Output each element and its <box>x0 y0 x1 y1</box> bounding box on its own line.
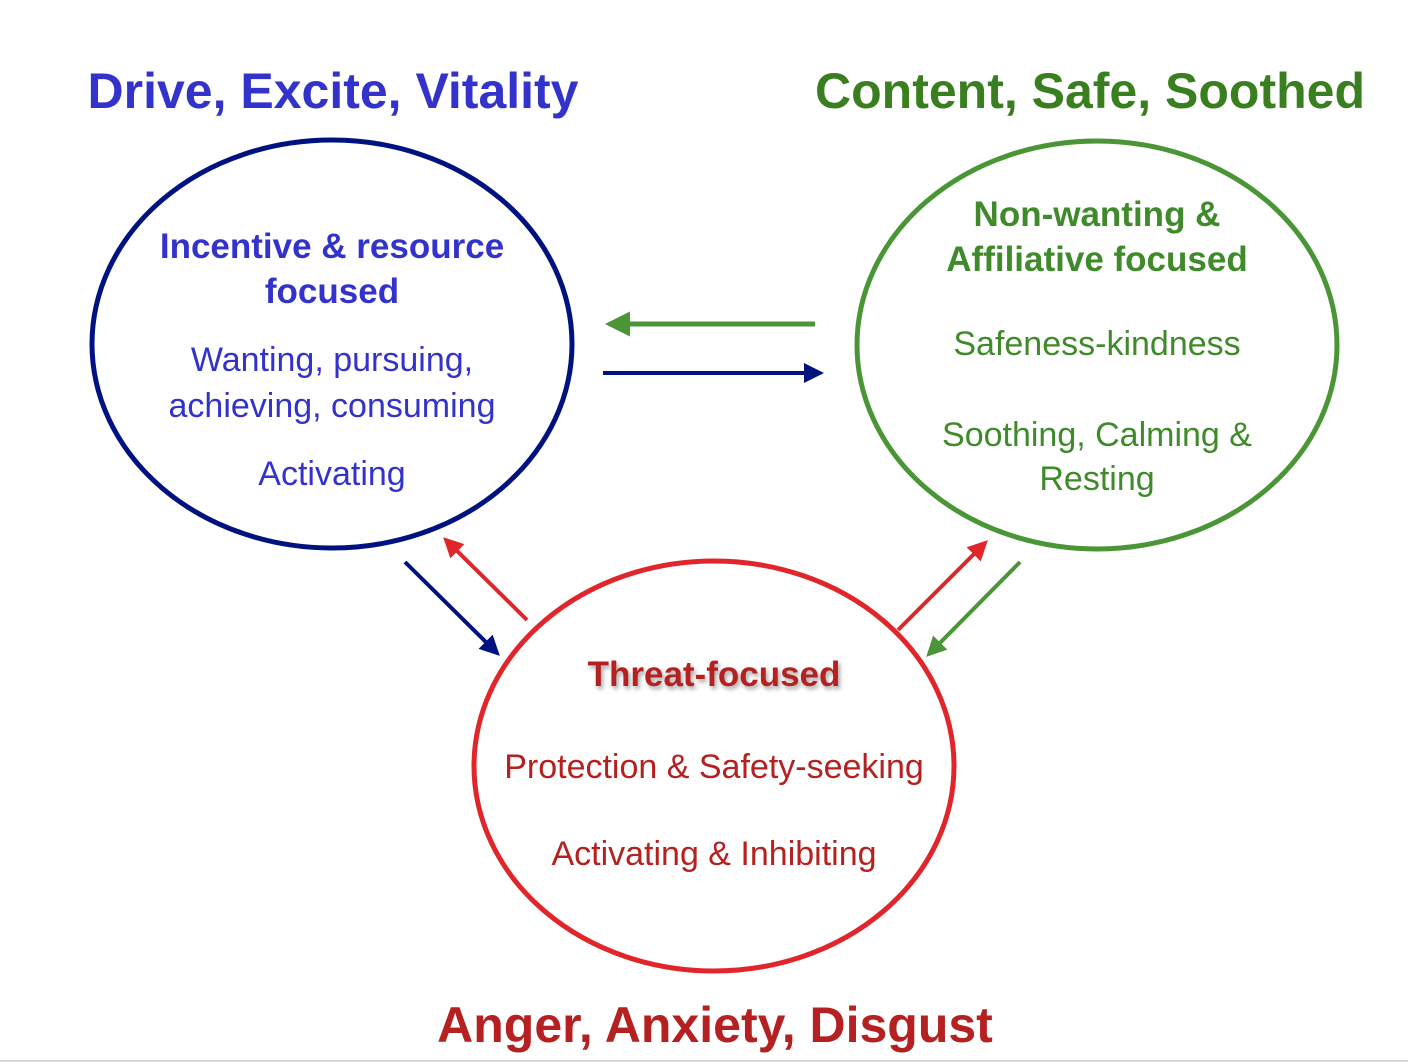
soothe-text-line3: Resting <box>1039 460 1154 498</box>
soothe-heading-line1: Non-wanting & <box>974 195 1221 234</box>
threat-circle <box>471 558 957 974</box>
threat-title: Anger, Anxiety, Disgust <box>437 997 993 1053</box>
threat-text-line1: Protection & Safety-seeking <box>504 748 924 786</box>
drive-circle <box>89 137 575 551</box>
threat-text-line2: Activating & Inhibiting <box>551 835 876 873</box>
arrow-threat-to-soothe <box>896 540 988 632</box>
arrow-soothe-to-threat <box>926 560 1022 657</box>
bottom-border <box>0 1060 1408 1062</box>
soothe-circle <box>854 138 1340 552</box>
threat-heading: Threat-focused <box>588 655 841 694</box>
soothe-text-line1: Safeness-kindness <box>953 325 1240 363</box>
drive-title: Drive, Excite, Vitality <box>88 63 579 119</box>
drive-text-line2: achieving, consuming <box>169 387 496 425</box>
arrow-drive-to-threat <box>403 560 500 656</box>
drive-heading-line1: Incentive & resource <box>160 227 504 266</box>
arrow-threat-to-drive <box>443 537 529 622</box>
soothe-title: Content, Safe, Soothed <box>815 63 1365 119</box>
drive-text-line1: Wanting, pursuing, <box>191 341 473 379</box>
drive-text-line3: Activating <box>258 455 405 493</box>
soothe-text-line2: Soothing, Calming & <box>942 416 1252 454</box>
soothe-heading-line2: Affiliative focused <box>946 240 1247 279</box>
drive-heading-line2: focused <box>265 272 399 311</box>
